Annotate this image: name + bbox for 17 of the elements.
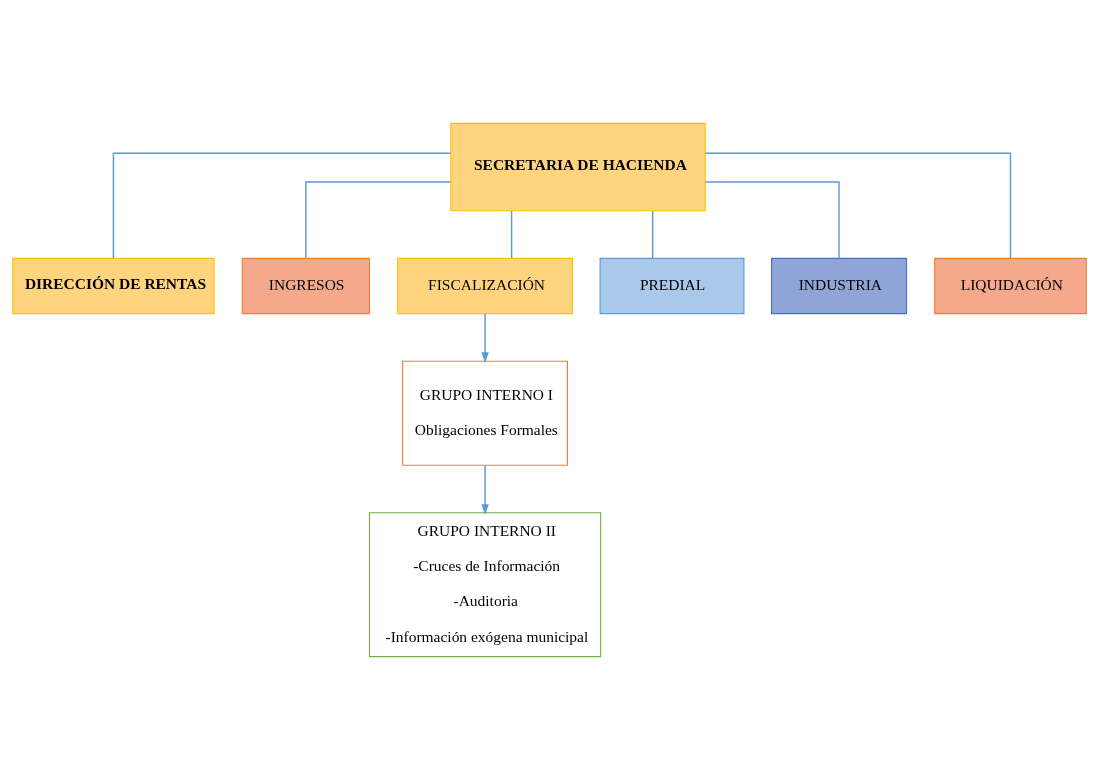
- node-box: GRUPO INTERNO I Obligaciones Formales: [402, 360, 569, 466]
- connector: [305, 181, 452, 259]
- connector: [510, 210, 513, 259]
- node-box: INDUSTRIA: [771, 257, 908, 315]
- node-box: INGRESOS: [241, 257, 371, 315]
- node-box: PREDIAL: [599, 257, 745, 315]
- node-box: LIQUIDACIÓN: [934, 257, 1087, 315]
- connector: [112, 152, 452, 259]
- node-box: GRUPO INTERNO II -Cruces de Información -Auditoria -Información exógena municipal: [368, 512, 602, 658]
- arrow: [481, 313, 489, 363]
- arrow: [481, 464, 489, 515]
- connector: [704, 152, 1012, 259]
- connector: [651, 210, 654, 259]
- connector: [704, 181, 840, 259]
- node-box: DIRECCIÓN DE RENTAS: [12, 257, 215, 315]
- node-box: FISCALIZACIÓN: [397, 257, 573, 315]
- node-box: SECRETARIA DE HACIENDA: [450, 122, 706, 212]
